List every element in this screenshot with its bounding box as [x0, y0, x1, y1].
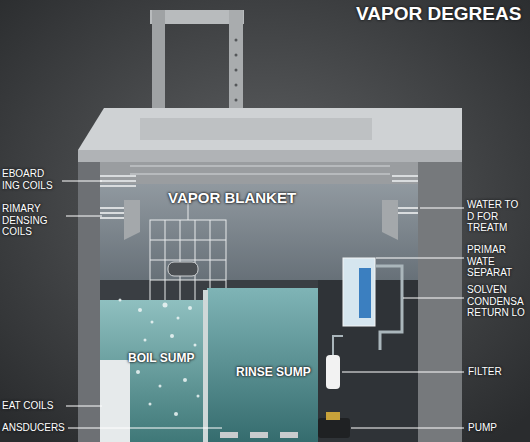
weir-wall: [203, 290, 208, 442]
boil-sump-liquid: [100, 300, 205, 442]
separator-water: [359, 268, 371, 318]
callout-label: ANSDUCERS: [2, 422, 65, 434]
callout-label: PRIMAR WATE SEPARAT: [467, 244, 527, 279]
callout-label: PUMP: [468, 422, 497, 434]
zone-label: VAPOR BLANKET: [168, 189, 296, 206]
callout-label: RIMARY DENSING COILS: [2, 203, 64, 238]
heat-coil-block: [100, 360, 130, 442]
zone-label: RINSE SUMP: [236, 366, 311, 380]
vapor-bubbles: [119, 299, 200, 417]
zone-label: BOIL SUMP: [128, 352, 194, 366]
pump-head: [326, 412, 340, 420]
water-separator: [343, 258, 375, 326]
callout-label: WATER TO D FOR TREATM: [467, 199, 527, 234]
pump-body: [318, 418, 350, 438]
return-pipe: [375, 266, 402, 350]
callout-label: EAT COILS: [2, 400, 53, 412]
callout-label: SOLVEN CONDENSA RETURN LO: [467, 284, 527, 319]
callout-label: EBOARD ING COILS: [2, 168, 60, 191]
callout-label: FILTER: [468, 366, 502, 378]
leader-lines: [62, 181, 464, 428]
workpiece: [168, 262, 198, 276]
coil-trough: [382, 200, 398, 240]
condensing-coils: [100, 176, 418, 218]
title: VAPOR DEGREAS: [356, 3, 521, 25]
cabinet: [78, 108, 462, 442]
transducers: [220, 432, 298, 438]
rinse-sump-liquid: [207, 288, 318, 442]
filter-pipe: [333, 336, 343, 355]
filter-cartridge: [326, 355, 340, 389]
coil-trough: [124, 200, 140, 240]
